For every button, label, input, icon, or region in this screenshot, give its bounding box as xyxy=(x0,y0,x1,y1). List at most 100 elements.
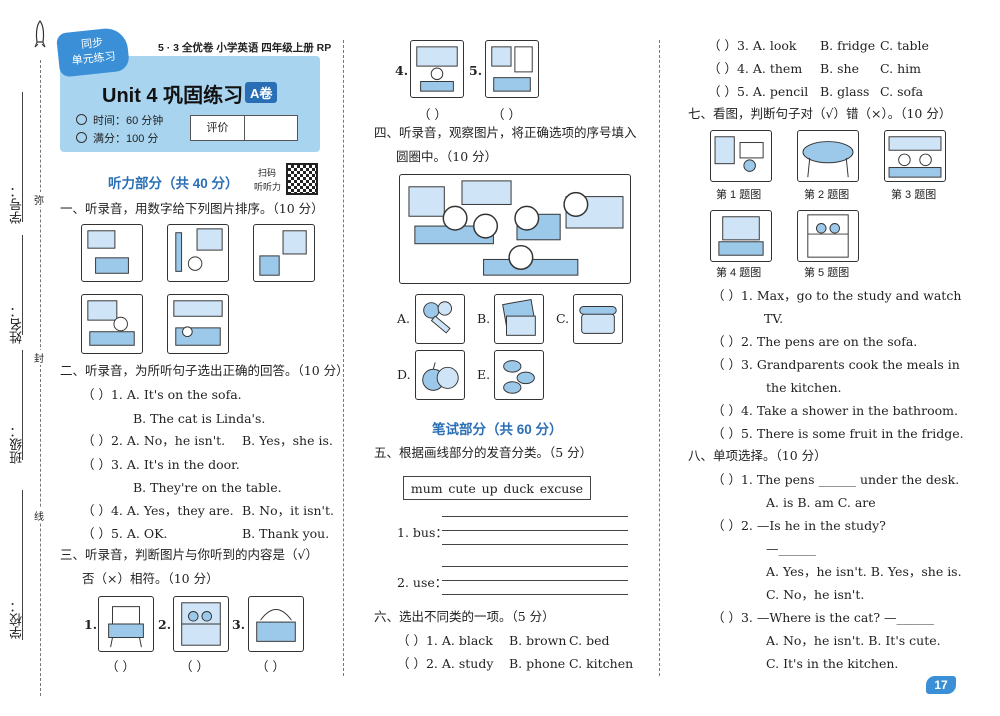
writing-heading: 笔试部分（共 60 分） xyxy=(432,422,563,437)
section-4-instruction-2: 圆圈中。（10 分） xyxy=(396,149,498,164)
s1-picture-2 xyxy=(167,224,229,282)
s4-option-d-label: D. xyxy=(397,367,411,382)
s2-question-2[interactable]: （ ）2. A. No，he isn't. xyxy=(82,433,226,448)
s7-caption-1: 第 1 题图 xyxy=(716,189,762,201)
phone-picture[interactable] xyxy=(573,294,623,344)
section-4-instruction-1: 四、听录音，观察图片，将正确选项的序号填入 xyxy=(374,125,637,140)
s7-caption-2: 第 2 题图 xyxy=(804,189,850,201)
s4-option-e-label: E. xyxy=(477,367,491,382)
s5-answer-line-1c[interactable] xyxy=(442,544,628,545)
s2-question-5[interactable]: （ ）5. A. OK. xyxy=(82,526,168,541)
series-text: 5 · 3 全优卷 小学英语 四年级上册 RP xyxy=(158,42,332,54)
s7-line-1[interactable]: （ ）1. Max，go to the study and watch xyxy=(712,288,962,303)
school-field[interactable] xyxy=(22,490,23,640)
s5-word-box: mum cute up duck excuse xyxy=(403,476,591,500)
s7-line-5: the kitchen. xyxy=(766,380,842,395)
books-picture[interactable] xyxy=(494,294,544,344)
s5-answer-line-1a[interactable] xyxy=(442,516,628,517)
section-5-instruction: 五、根据画线部分的发音分类。（5 分） xyxy=(374,445,593,460)
s6-question-4[interactable]: （ ）4. A. them xyxy=(708,61,803,76)
s5-word-4: duck xyxy=(503,480,535,496)
qr-code[interactable] xyxy=(286,163,318,195)
s8-question-2[interactable]: （ ）2. —Is he in the study? xyxy=(712,518,886,533)
s7-picture-4 xyxy=(710,210,772,262)
s3-num-5: 5. xyxy=(469,63,483,78)
s6-option-b-3: B. fridge xyxy=(820,38,876,53)
s3-answer-5[interactable]: （ ） xyxy=(492,107,521,122)
section-7-instruction: 七、看图，判断句子对（√）错（×）。（10 分） xyxy=(688,106,952,121)
cut-mark-mi: 弥 xyxy=(34,192,44,207)
badge: 同步 单元练习 xyxy=(55,26,131,78)
s7-caption-5: 第 5 题图 xyxy=(804,267,850,279)
section-6-instruction: 六、选出不同类的一项。（5 分） xyxy=(374,609,555,624)
s3-num-1: 1. xyxy=(84,617,98,632)
s6-question-5[interactable]: （ ）5. A. pencil xyxy=(708,84,809,99)
s6-option-b-5: B. glass xyxy=(820,84,870,99)
s6-question-3[interactable]: （ ）3. A. look xyxy=(708,38,797,53)
s6-option-c-4: C. him xyxy=(880,61,921,76)
evaluation-label: 评价 xyxy=(191,116,245,140)
s7-line-3[interactable]: （ ）2. The pens are on the sofa. xyxy=(712,334,918,349)
s6-option-b-2: B. phone xyxy=(509,656,566,671)
check-icon xyxy=(76,132,87,143)
s6-option-c-3: C. table xyxy=(880,38,929,53)
s6-question-1[interactable]: （ ）1. A. black xyxy=(397,633,493,648)
section-8-instruction: 八、单项选择。（10 分） xyxy=(688,448,827,463)
evaluation-box[interactable]: 评价 xyxy=(190,115,298,141)
page-title: Unit 4 巩固练习 xyxy=(102,85,244,107)
s8-question-2-options-2: C. No，he isn't. xyxy=(766,587,865,602)
s2-question-4[interactable]: （ ）4. A. Yes，they are. xyxy=(82,503,234,518)
rocket-icon xyxy=(33,20,47,50)
student-id-label: 学号： xyxy=(10,185,25,224)
name-label: 姓名： xyxy=(10,305,25,344)
s8-question-3-options-1: A. No，he isn't. B. It's cute. xyxy=(766,633,941,648)
school-label: 学校： xyxy=(10,600,25,639)
s3-answer-4[interactable]: （ ） xyxy=(418,107,447,122)
s7-picture-1 xyxy=(710,130,772,182)
s1-picture-3 xyxy=(253,224,315,282)
s3-num-2: 2. xyxy=(158,617,172,632)
s2-option-b-4: B. No，it isn't. xyxy=(242,503,334,518)
s7-caption-3: 第 3 题图 xyxy=(891,189,937,201)
s3-answer-3[interactable]: （ ） xyxy=(256,659,285,674)
s7-picture-5 xyxy=(797,210,859,262)
s5-answer-line-1b[interactable] xyxy=(442,530,628,531)
s8-question-3[interactable]: （ ）3. —Where is the cat? —______ xyxy=(712,610,934,625)
class-field[interactable] xyxy=(22,350,23,460)
s5-answer-line-2c[interactable] xyxy=(442,594,628,595)
s3-answer-1[interactable]: （ ） xyxy=(106,659,135,674)
s8-question-2-blank: —______ xyxy=(766,541,816,556)
s8-question-1[interactable]: （ ）1. The pens ______ under the desk. xyxy=(712,472,960,487)
s5-question-2: 2. use： xyxy=(397,575,448,590)
s5-word-5: excuse xyxy=(539,480,584,496)
binding-dashed-line xyxy=(40,60,41,696)
student-id-field[interactable] xyxy=(22,92,23,222)
s3-picture-5 xyxy=(485,40,539,98)
s5-answer-line-2b[interactable] xyxy=(442,580,628,581)
s2-option-b-2: B. Yes，she is. xyxy=(242,433,333,448)
s6-question-2[interactable]: （ ）2. A. study xyxy=(397,656,494,671)
s6-option-c-1: C. bed xyxy=(569,633,610,648)
apples-picture[interactable] xyxy=(415,350,465,400)
s3-picture-2 xyxy=(173,596,229,652)
s7-line-6[interactable]: （ ）4. Take a shower in the bathroom. xyxy=(712,403,958,418)
s2-option-b-1: B. The cat is Linda's. xyxy=(133,411,266,426)
s8-question-1-options: A. is B. am C. are xyxy=(766,495,876,510)
s7-line-4[interactable]: （ ）3. Grandparents cook the meals in xyxy=(712,357,960,372)
clock-icon xyxy=(76,114,87,125)
keys-picture[interactable] xyxy=(415,294,465,344)
s4-option-c-label: C. xyxy=(556,311,570,326)
s5-answer-line-2a[interactable] xyxy=(442,566,628,567)
candies-picture[interactable] xyxy=(494,350,544,400)
s3-answer-2[interactable]: （ ） xyxy=(180,659,209,674)
name-field[interactable] xyxy=(22,235,23,335)
page-number: 17 xyxy=(926,676,956,694)
s7-line-7[interactable]: （ ）5. There is some fruit in the fridge. xyxy=(712,426,964,441)
s3-picture-4 xyxy=(410,40,464,98)
s2-question-3[interactable]: （ ）3. A. It's in the door. xyxy=(82,457,240,472)
s2-question-1[interactable]: （ ）1. A. It's on the sofa. xyxy=(82,387,242,402)
s7-line-2: TV. xyxy=(764,311,784,326)
full-score: 满分：100 分 xyxy=(93,133,159,145)
s4-room-picture xyxy=(399,174,631,284)
s3-picture-1 xyxy=(98,596,154,652)
